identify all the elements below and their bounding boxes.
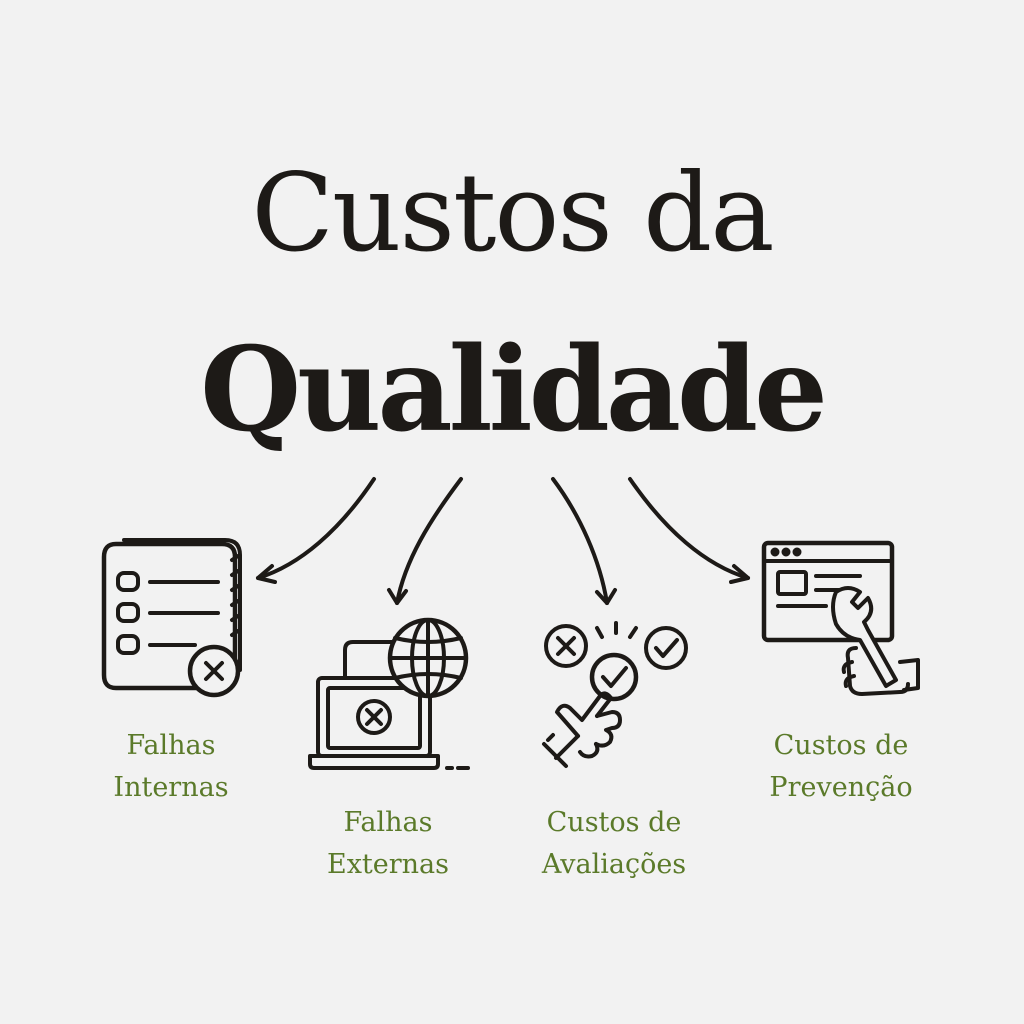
label-custos-avaliacoes-line2: Avaliações	[541, 849, 687, 880]
label-custos-prevencao-line1: Custos de	[773, 730, 909, 761]
label-falhas-externas-line1: Falhas	[343, 807, 433, 838]
checklist-reject-icon	[101, 538, 242, 698]
label-falhas-externas: Falhas Externas	[268, 802, 508, 886]
label-falhas-internas: Falhas Internas	[51, 725, 291, 809]
arrow-to-custos-avaliacoes	[551, 477, 617, 605]
browser-wrench-icon	[761, 540, 920, 696]
laptop-globe-error-icon	[308, 617, 470, 770]
arrow-to-falhas-externas	[387, 477, 463, 605]
title-line-2: Qualidade	[200, 322, 828, 458]
label-falhas-internas-line2: Internas	[113, 772, 229, 803]
arrow-to-falhas-internas	[256, 477, 376, 584]
arrow-to-custos-prevencao	[628, 477, 750, 584]
label-custos-prevencao-line2: Prevenção	[769, 772, 913, 803]
label-custos-avaliacoes-line1: Custos de	[546, 807, 682, 838]
label-falhas-externas-line2: Externas	[326, 849, 449, 880]
label-custos-prevencao: Custos de Prevenção	[721, 725, 961, 809]
label-falhas-internas-line1: Falhas	[126, 730, 216, 761]
title-line-1: Custos da	[251, 151, 774, 276]
hand-select-check-icon	[542, 621, 688, 768]
label-custos-avaliacoes: Custos de Avaliações	[494, 802, 734, 886]
